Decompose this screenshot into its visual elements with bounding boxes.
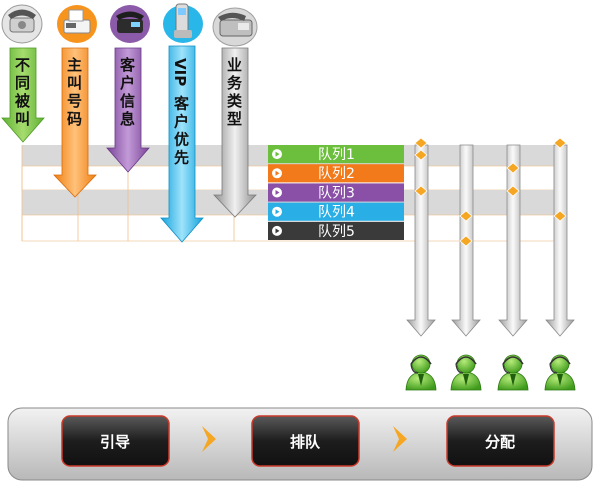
- queue-list: 队列1 队列2 队列3 队列4 队列5: [268, 145, 404, 240]
- stage-label-assign: 分配: [485, 433, 515, 451]
- stage-label-queue: 排队: [290, 433, 321, 451]
- queue-item: 队列2: [268, 164, 404, 183]
- telephone-icon: [1, 4, 43, 44]
- connector-diamond: [414, 137, 428, 149]
- source-arrows: [1, 45, 257, 243]
- source-arrow-vip: [160, 45, 204, 243]
- queue-bar: [268, 221, 404, 240]
- stage-button-queue[interactable]: 排队: [251, 415, 360, 467]
- agent-row: [405, 354, 576, 391]
- stage-button-assign[interactable]: 分配: [446, 415, 555, 467]
- queue-item: 队列3: [268, 183, 404, 202]
- play-triangle-icon: [275, 151, 280, 157]
- cordless-phone-icon: [163, 3, 203, 43]
- source-icons: [1, 3, 258, 47]
- stage-panel: 引导 排队 分配: [7, 407, 593, 481]
- queue-label: 队列5: [318, 224, 355, 240]
- source-arrow-called: [1, 47, 45, 143]
- queue-label: 队列1: [318, 147, 355, 163]
- connector-diamond: [506, 185, 520, 197]
- agent-arrow: [545, 144, 575, 337]
- source-arrow-caller: [53, 47, 97, 198]
- source-label-vip: 客户优先: [173, 95, 190, 167]
- source-arrow-business: [213, 47, 257, 218]
- play-triangle-icon: [275, 170, 280, 176]
- agent-avatar-icon: [497, 354, 529, 391]
- source-label-called: 不同被叫: [15, 56, 31, 128]
- connector-diamond: [506, 162, 520, 174]
- play-triangle-icon: [275, 209, 280, 215]
- agent-avatar-icon: [544, 354, 576, 391]
- source-label-latin: VIP: [171, 58, 189, 86]
- connector-diamond: [414, 185, 428, 197]
- source-label-business: 业务类型: [227, 56, 243, 128]
- fax-machine-icon: [212, 7, 258, 47]
- connector-diamonds: [414, 137, 567, 247]
- queue-bar: [268, 145, 404, 164]
- chevron-right-icon: [202, 426, 216, 452]
- queue-label: 队列2: [318, 166, 355, 182]
- connector-diamond: [459, 210, 473, 222]
- queue-label: 队列4: [318, 205, 355, 221]
- play-triangle-icon: [275, 228, 280, 234]
- queue-bar: [268, 202, 404, 221]
- fax-phone-icon: [57, 5, 97, 43]
- queue-bar: [268, 183, 404, 202]
- queue-item: 队列5: [268, 221, 404, 240]
- connector-diamond: [553, 137, 567, 149]
- source-arrow-customer: [106, 47, 150, 173]
- play-triangle-icon: [275, 190, 280, 195]
- agent-arrow: [406, 144, 436, 337]
- stage-button-guide[interactable]: 引导: [61, 415, 170, 467]
- queue-item: 队列4: [268, 202, 404, 221]
- source-labels: 不同被叫 主叫号码 客户信息 客户优先 业务类型 VIP: [15, 56, 243, 167]
- connector-diamond: [414, 149, 428, 161]
- source-label-customer: 客户信息: [119, 56, 136, 128]
- queue-label: 队列3: [318, 185, 355, 201]
- queue-item: 队列1: [268, 145, 404, 164]
- queue-bar: [268, 164, 404, 183]
- connector-diamond: [553, 210, 567, 222]
- agent-avatar-icon: [450, 354, 482, 391]
- chevron-right-icon: [393, 426, 407, 452]
- stage-label-guide: 引导: [100, 433, 130, 451]
- agent-avatar-icon: [405, 354, 437, 391]
- office-phone-icon: [110, 5, 150, 43]
- source-label-caller: 主叫号码: [67, 56, 82, 128]
- agent-arrow: [498, 144, 528, 337]
- connector-diamond: [459, 235, 473, 247]
